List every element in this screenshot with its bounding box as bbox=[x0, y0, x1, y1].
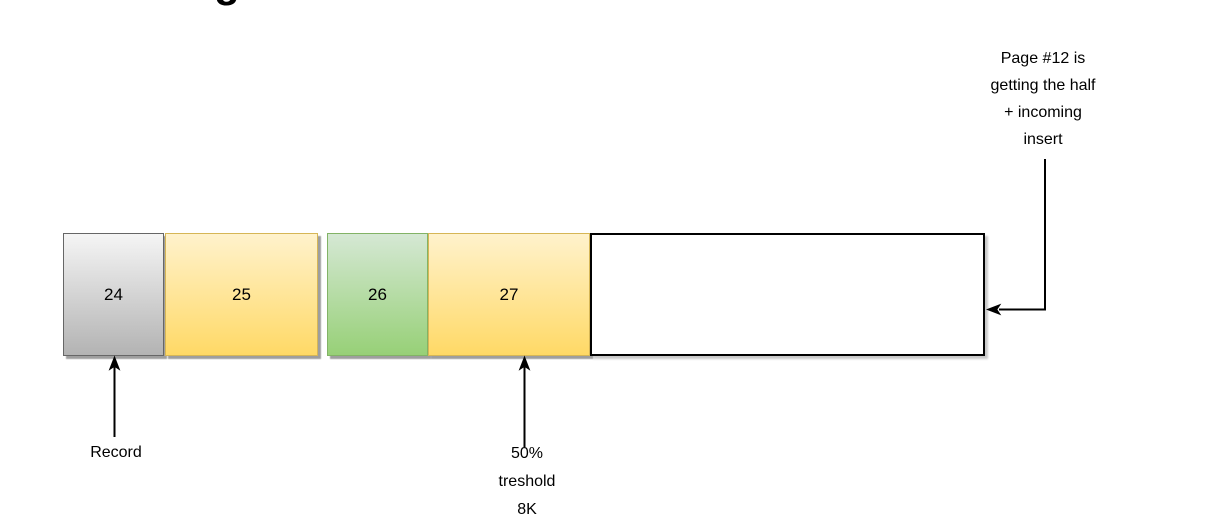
record-arrow bbox=[108, 355, 121, 437]
bar-segment-label: 26 bbox=[368, 284, 387, 304]
page12-label: Page #12 is getting the half + incoming … bbox=[990, 50, 1096, 148]
bar-segment-label: 27 bbox=[499, 284, 519, 304]
clipped-title-glyph: g bbox=[204, 0, 250, 8]
bar-segment-label: 24 bbox=[104, 284, 123, 304]
bar-segment-label: 25 bbox=[232, 284, 251, 304]
record-label: Record bbox=[90, 444, 142, 461]
bar-segment-24: 24 bbox=[63, 233, 164, 356]
arrow-left-icon bbox=[986, 303, 1002, 316]
bar-segment-27: 27 bbox=[428, 233, 590, 356]
page12-elbow-arrow bbox=[986, 159, 1046, 316]
arrow-up-icon bbox=[518, 355, 531, 371]
threshold-label: 50% treshold 8K bbox=[498, 445, 556, 518]
bar-segment-25: 25 bbox=[165, 233, 318, 356]
bar-segment-26: 26 bbox=[327, 233, 428, 356]
arrow-up-icon bbox=[108, 355, 121, 371]
threshold-arrow bbox=[518, 355, 531, 447]
empty-page-12 bbox=[590, 233, 985, 356]
